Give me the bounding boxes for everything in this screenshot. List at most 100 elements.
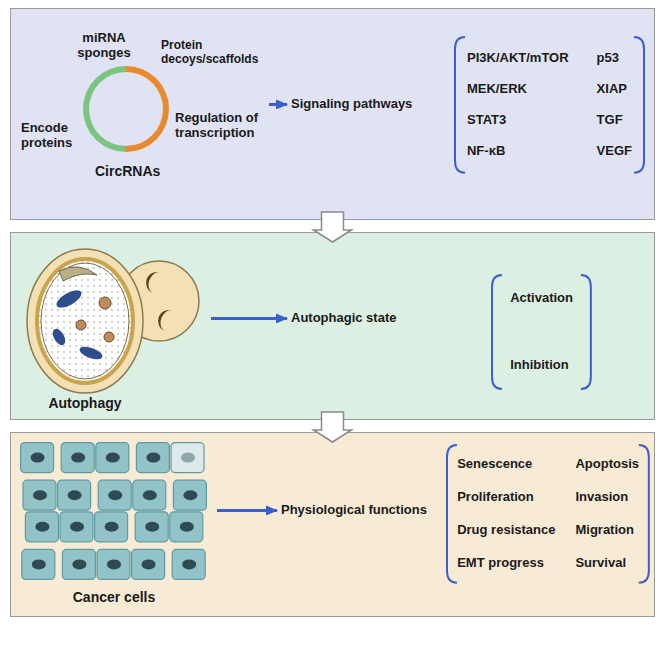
bracket-stroke	[581, 275, 591, 389]
cell-nucleus	[72, 559, 86, 569]
list-item: PI3K/AKT/mTOR	[467, 51, 569, 66]
node-text: Cancer cells	[19, 589, 209, 605]
list-item: Drug resistance	[457, 523, 555, 538]
cell-nucleus	[70, 522, 84, 532]
cell-nucleus	[32, 559, 46, 569]
flow-arrow	[314, 412, 352, 442]
cancer-cell	[96, 443, 129, 473]
pointer-arrow	[211, 317, 287, 320]
list-item: NF-κB	[467, 144, 569, 159]
stage-label: Autophagic state	[291, 311, 396, 326]
list-item: Apoptosis	[575, 457, 639, 472]
ring-arc	[83, 66, 126, 152]
cell-nucleus	[107, 559, 121, 569]
node-text: Protein decoys/scaffolds	[161, 39, 265, 67]
panel: Autophagy Autophagic state ActivationInhib…	[10, 232, 655, 420]
function-label: Physiological functions	[281, 503, 427, 518]
cell-nucleus	[180, 522, 194, 532]
double-membrane	[37, 259, 133, 383]
stage-label: Physiological functions	[281, 503, 427, 518]
vesicle-crescent	[155, 307, 173, 331]
organelle	[54, 287, 84, 311]
cancer-cell	[25, 512, 58, 542]
cell-nucleus	[105, 522, 119, 532]
circrna-ring: miRNA sponges Protein decoys/scaffoldsEnc…	[15, 25, 267, 189]
cargo-dot	[104, 332, 114, 342]
pathway-label: Signaling pathways	[291, 97, 412, 112]
list-item: Migration	[575, 523, 639, 538]
cancer-cell	[172, 549, 205, 579]
cell-nucleus	[142, 559, 156, 569]
cancer-cell	[23, 480, 56, 510]
list-item: Proliferation	[457, 490, 555, 505]
pathway-list: PI3K/AKT/mTORp53MEK/ERKXIAPSTAT3TGFNF-κB…	[453, 35, 646, 175]
stage-label: Signaling pathways	[291, 97, 412, 112]
bracket-stroke	[447, 445, 457, 583]
list-item: MEK/ERK	[467, 82, 569, 97]
cancer-cell	[170, 512, 203, 542]
list-item: VEGF	[597, 144, 632, 159]
list-item: Inhibition	[510, 358, 573, 373]
cell-nucleus	[106, 453, 120, 463]
state-label: Autophagic state	[291, 311, 396, 326]
cell-nucleus	[145, 522, 159, 532]
list-item: Invasion	[575, 490, 639, 505]
cell-nucleus	[35, 522, 49, 532]
organelle	[78, 344, 104, 362]
cancer-cell	[62, 549, 95, 579]
cell-nucleus	[183, 490, 197, 500]
node-text: CircRNAs	[95, 163, 157, 179]
ring-arc	[126, 66, 169, 152]
cancer-cell	[133, 480, 166, 510]
vesicle-crescent	[143, 269, 161, 293]
cancer-cell	[135, 512, 168, 542]
cancer-cell	[132, 549, 165, 579]
node-text: Regulation of transcription	[175, 111, 265, 141]
pointer-arrow	[269, 103, 287, 106]
cancer-cell	[95, 512, 128, 542]
inner-membrane	[41, 263, 129, 379]
cell-nucleus	[31, 453, 45, 463]
list-item: Senescence	[457, 457, 555, 472]
cancer-cell	[171, 443, 204, 473]
cell-nucleus	[68, 490, 82, 500]
cancer-cell	[58, 480, 91, 510]
cell-nucleus	[71, 453, 85, 463]
function-list: Senescence ApoptosisProliferation Invasion…	[445, 443, 651, 585]
autophagy-figure: Autophagy	[19, 241, 209, 415]
cancer-cell	[173, 480, 206, 510]
cell-nucleus	[182, 559, 196, 569]
state-list: ActivationInhibition	[490, 273, 593, 391]
cancer-cell-figure: Cancer cells	[19, 441, 215, 613]
bracket-stroke	[634, 37, 644, 173]
cell-nucleus	[33, 490, 47, 500]
list-item: Activation	[510, 291, 573, 306]
cell-nucleus	[108, 490, 122, 500]
node-text: Encode proteins	[21, 121, 83, 151]
cancer-cell	[21, 443, 54, 473]
membrane-fragment	[59, 267, 97, 281]
cancer-cell	[97, 549, 130, 579]
node-text: miRNA sponges	[71, 31, 137, 61]
cancer-cell	[136, 443, 169, 473]
bracket-stroke	[455, 37, 465, 173]
panel: miRNA sponges Protein decoys/scaffoldsEnc…	[10, 8, 655, 220]
cargo-dot	[99, 297, 111, 309]
node-text: Autophagy	[35, 395, 135, 411]
list-item: XIAP	[597, 82, 632, 97]
list-item: EMT progress	[457, 556, 555, 571]
flow-arrow	[314, 212, 352, 242]
cancer-cell	[61, 443, 94, 473]
pointer-arrow	[217, 509, 277, 512]
cells-illustration	[19, 441, 215, 613]
list-item: STAT3	[467, 113, 569, 128]
cell-nucleus	[143, 490, 157, 500]
organelle	[50, 327, 68, 348]
cell-nucleus	[181, 453, 195, 463]
list-item: Survival	[575, 556, 639, 571]
list-item: p53	[597, 51, 632, 66]
autophagosome	[27, 249, 143, 393]
cancer-cell	[98, 480, 131, 510]
bracket-stroke	[492, 275, 502, 389]
